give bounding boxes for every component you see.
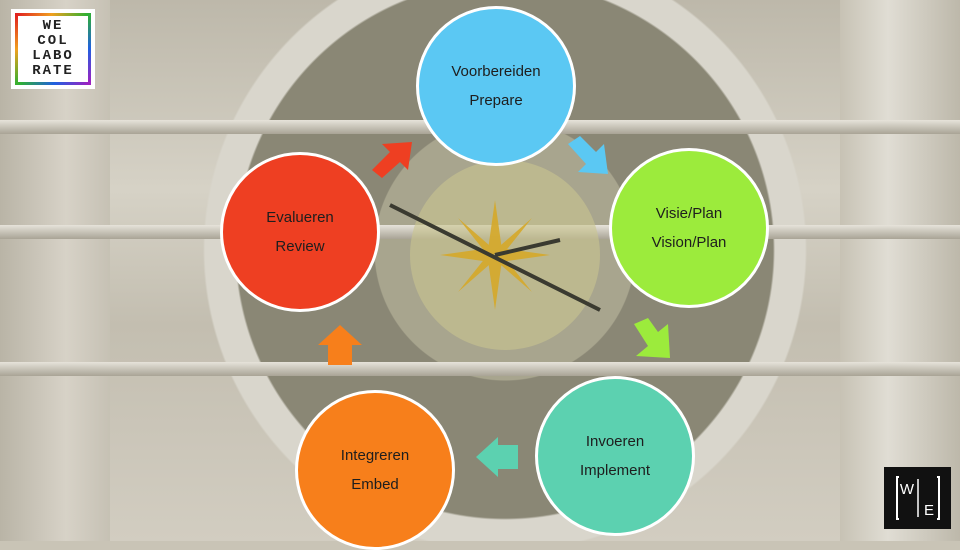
clock-hand	[389, 203, 601, 312]
arrow-review-to-prepare	[372, 142, 412, 178]
stage-embed: Integreren Embed	[295, 390, 455, 550]
stage-label-en: Prepare	[469, 92, 523, 109]
arrow-implement-to-embed	[476, 437, 518, 477]
stage-label-en: Embed	[351, 476, 399, 493]
stage-label-nl: Integreren	[340, 447, 410, 464]
stage-label-nl: Invoeren	[585, 433, 645, 450]
stage-label-nl: Voorbereiden	[451, 63, 541, 80]
stage-implement: Invoeren Implement	[535, 376, 695, 536]
stage-label-nl: Evalueren	[266, 209, 334, 226]
stage-label-en: Implement	[579, 462, 651, 479]
arrow-prepare-to-vision	[568, 136, 608, 174]
right-pillar	[840, 0, 960, 541]
logo-line: RATE	[32, 63, 74, 79]
logo-line: COL	[37, 33, 69, 49]
logo-line: LABO	[32, 48, 74, 64]
stage-label-en: Vision/Plan	[651, 234, 727, 251]
stage-review: Evalueren Review	[220, 152, 380, 312]
wecollaborate-logo: WE COL LABO RATE	[11, 9, 95, 89]
ledge	[0, 362, 960, 376]
stage-vision: Visie/Plan Vision/Plan	[609, 148, 769, 308]
logo-line: WE	[42, 18, 64, 34]
arrow-embed-to-review	[318, 325, 362, 365]
we-logo-letter: E	[923, 502, 933, 519]
stage-label-en: Review	[275, 238, 325, 255]
we-logo: W E	[884, 467, 951, 529]
we-logo-letter: W	[899, 481, 914, 498]
stage-prepare: Voorbereiden Prepare	[416, 6, 576, 166]
arrow-vision-to-implement	[634, 318, 670, 358]
stage-label-nl: Visie/Plan	[655, 205, 723, 222]
clock-hand	[494, 238, 561, 257]
left-pillar	[0, 0, 110, 541]
we-logo-mark: W E	[895, 476, 940, 520]
